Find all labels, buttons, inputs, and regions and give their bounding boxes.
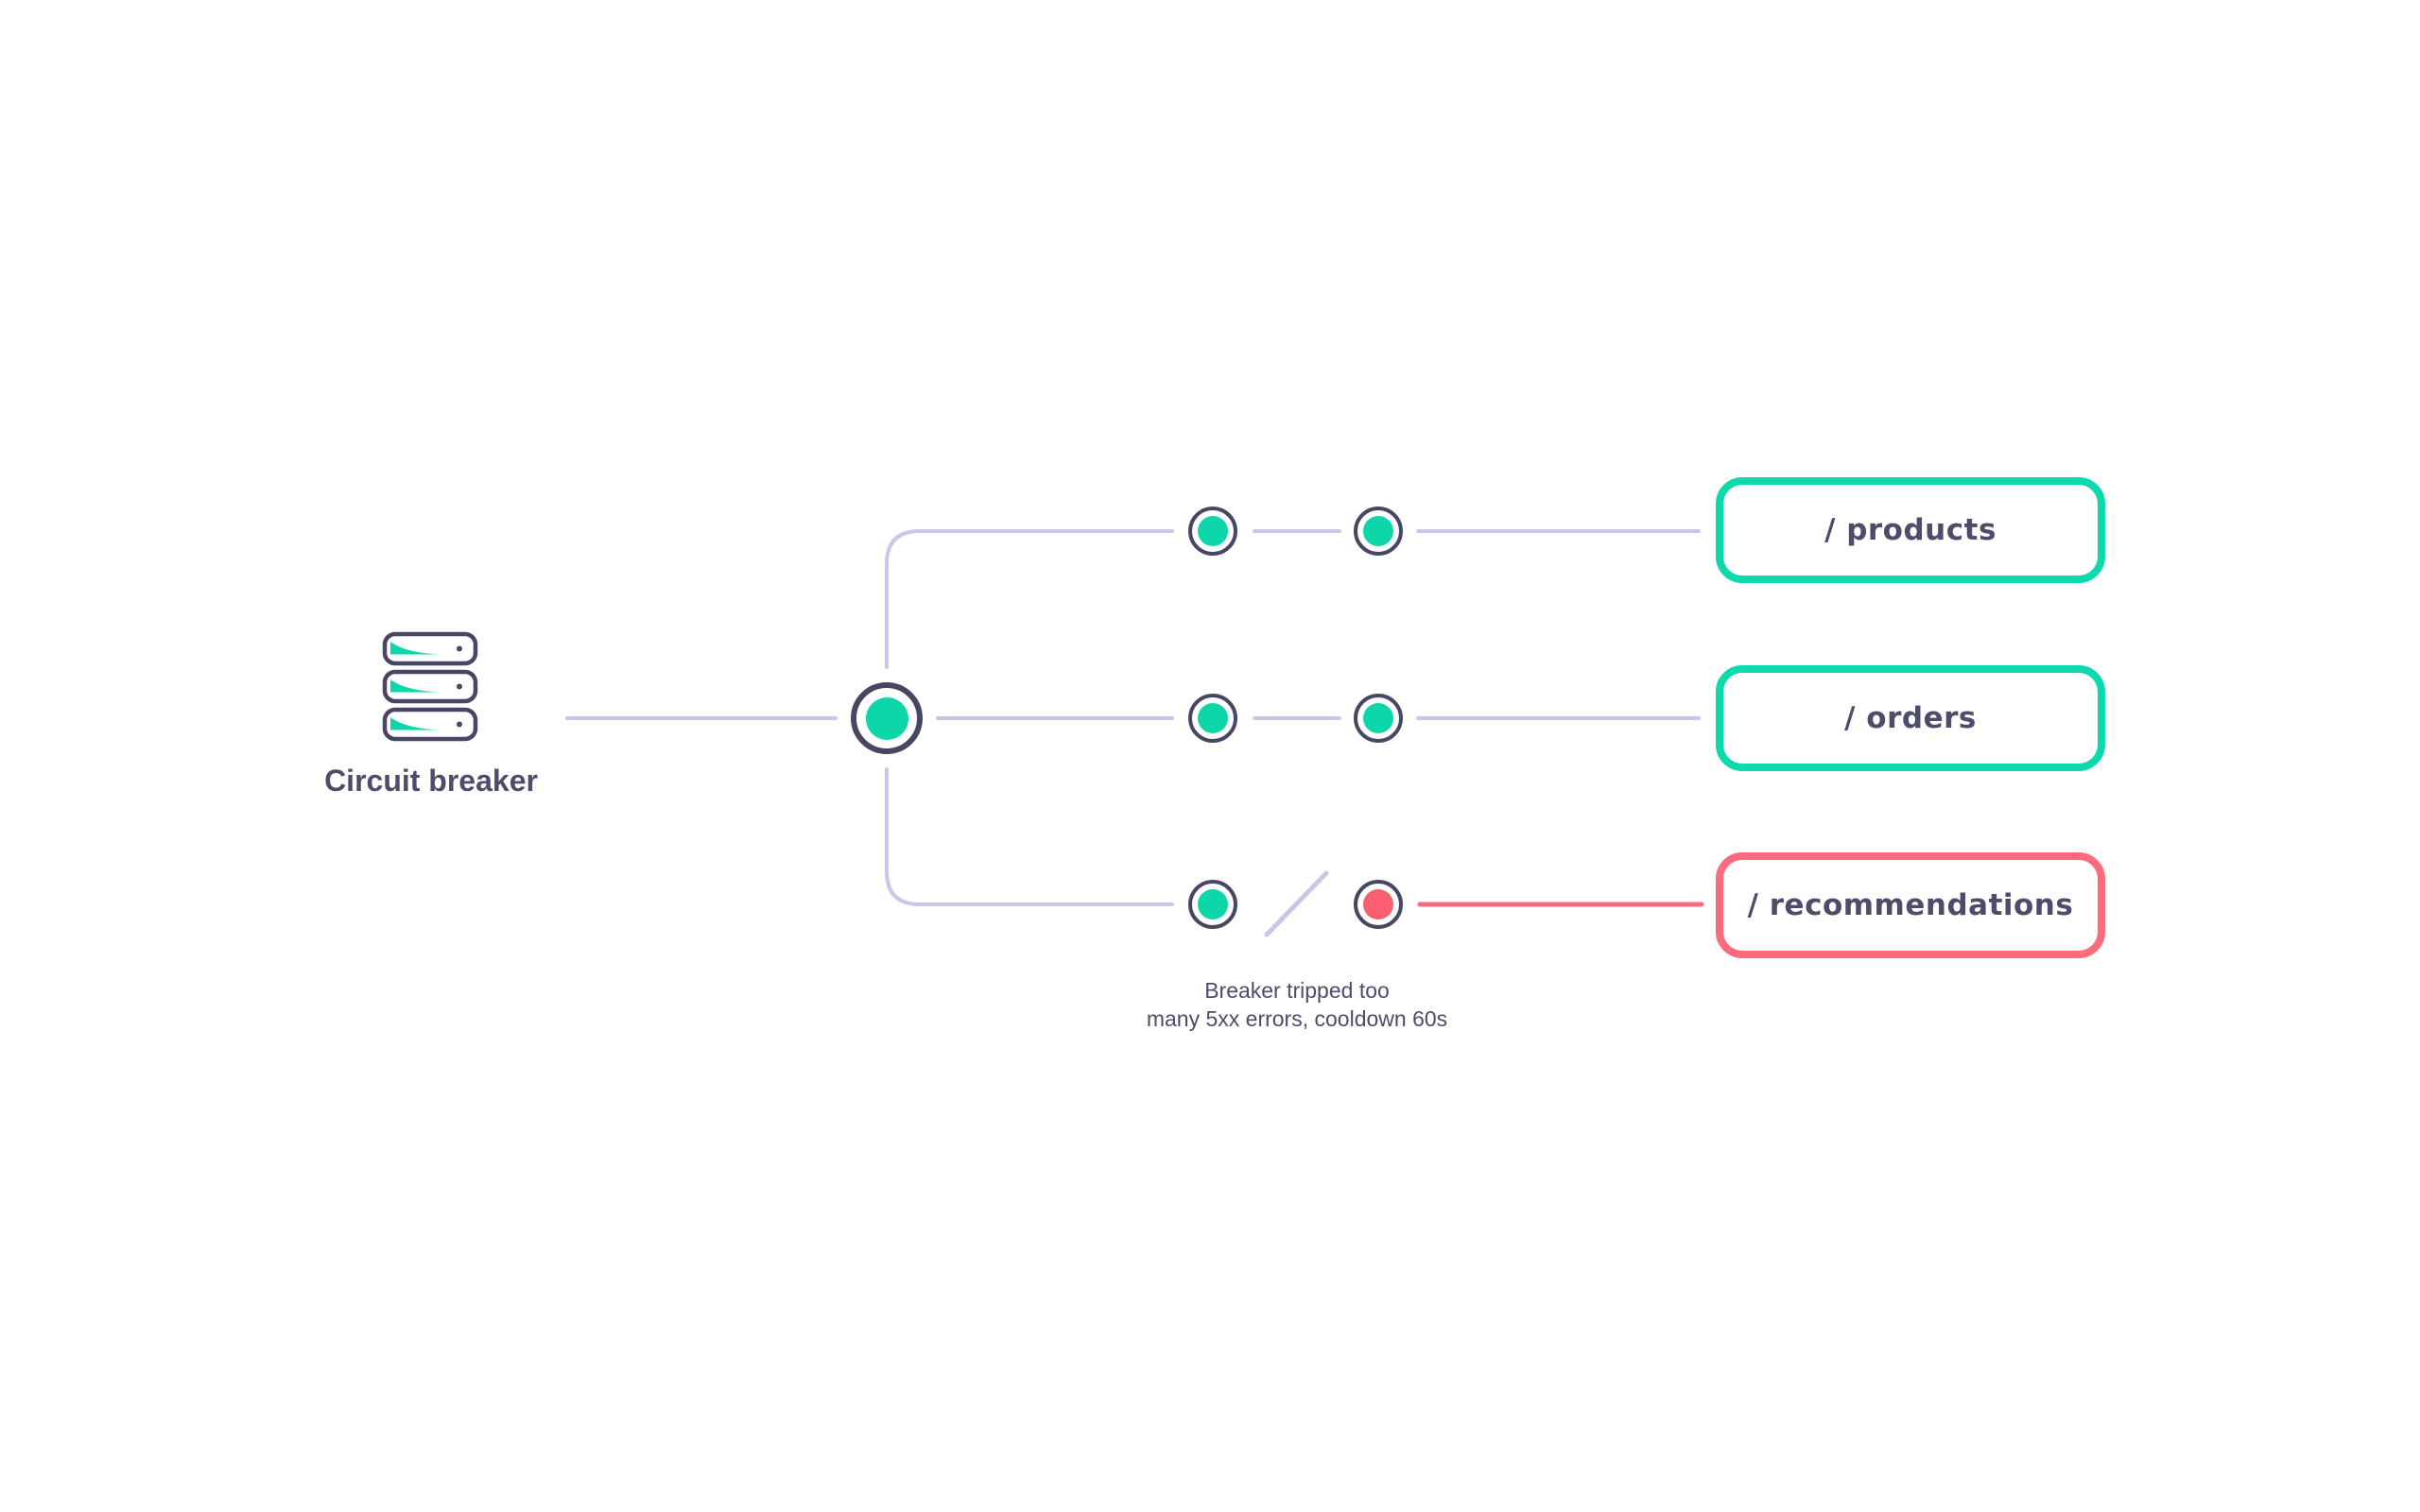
products-node-2: [1354, 507, 1403, 556]
server-unit-2: [382, 669, 478, 704]
endpoint-box-products: / products: [1716, 477, 2105, 583]
products-node-2-state: [1363, 516, 1393, 546]
recommendations-node-2: [1354, 880, 1403, 929]
orders-node-1-state: [1198, 703, 1228, 733]
endpoint-box-recommendations: / recommendations: [1716, 852, 2105, 958]
endpoint-label-recommendations: / recommendations: [1747, 888, 2074, 922]
server-unit-1: [382, 631, 478, 666]
orders-node-1: [1188, 694, 1237, 743]
endpoint-label-products: / products: [1824, 513, 1996, 547]
recommendations-node-2-state: [1363, 889, 1393, 919]
orders-node-2: [1354, 694, 1403, 743]
circuit-breaker-label: Circuit breaker: [324, 764, 538, 798]
connector-breaker-to-recommendations: [885, 767, 1174, 906]
orders-node-2-state: [1363, 703, 1393, 733]
recommendations-node-1: [1188, 880, 1237, 929]
breaker-root-node-state: [865, 696, 908, 740]
endpoint-box-orders: / orders: [1716, 665, 2105, 771]
products-node-1: [1188, 507, 1237, 556]
server-unit-3: [382, 707, 478, 742]
endpoint-label-orders: / orders: [1844, 701, 1977, 735]
products-node-1-state: [1198, 516, 1228, 546]
breaker-tripped-caption-line1: Breaker tripped too: [1204, 978, 1390, 1003]
connector-breaker-to-products: [885, 529, 1174, 669]
breaker-tripped-caption: Breaker tripped too many 5xx errors, coo…: [1108, 976, 1486, 1033]
breaker-tripped-caption-line2: many 5xx errors, cooldown 60s: [1146, 1006, 1448, 1031]
breaker-root-node: [851, 682, 923, 754]
open-circuit-slash-icon: [1264, 870, 1329, 937]
recommendations-node-1-state: [1198, 889, 1228, 919]
server-stack-icon: [382, 631, 478, 742]
